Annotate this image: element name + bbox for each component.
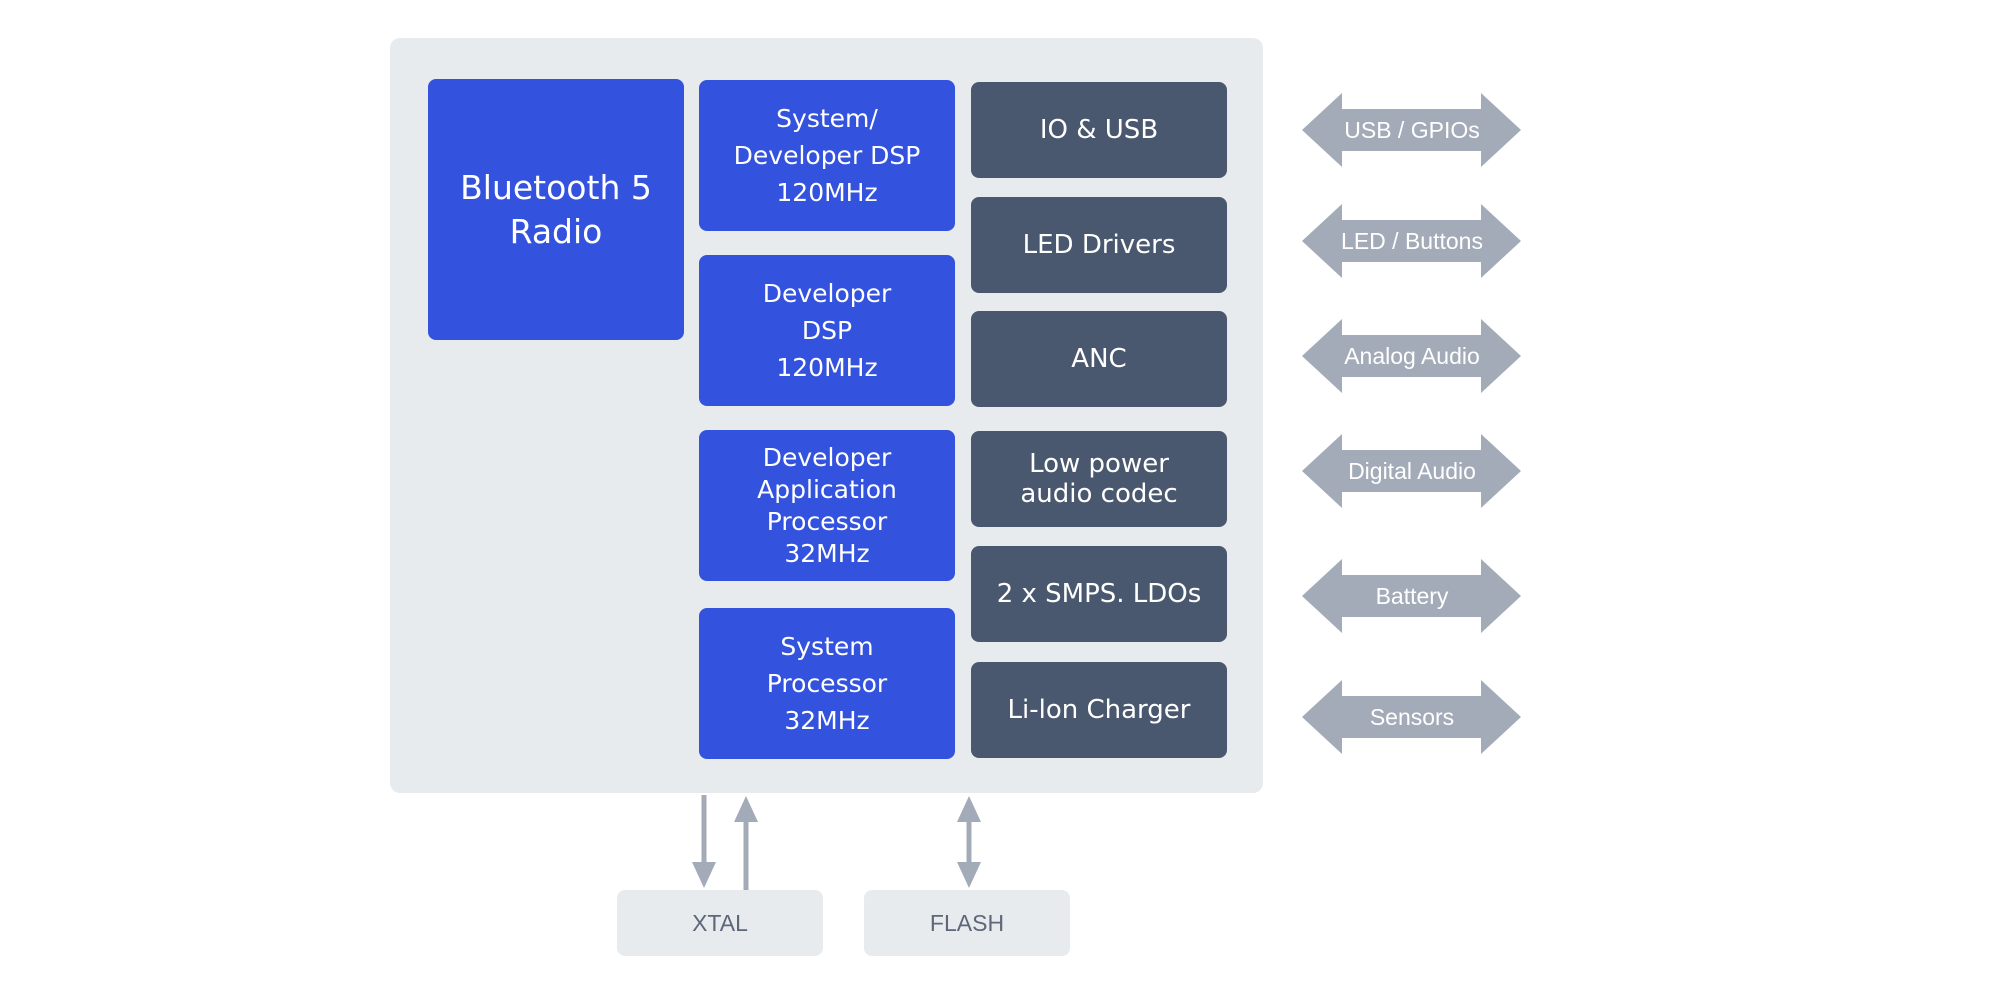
digital-audio-double-arrow-icon bbox=[1302, 434, 1521, 508]
charger-block: Li-lon Charger bbox=[971, 662, 1227, 758]
anc-label: ANC bbox=[1071, 344, 1127, 374]
led-drivers-label: LED Drivers bbox=[1022, 230, 1176, 260]
sensors-double-arrow-icon bbox=[1302, 680, 1521, 754]
usb-gpios-double-arrow-icon bbox=[1302, 93, 1521, 167]
system-developer-dsp-label: System/ Developer DSP 120MHz bbox=[733, 104, 921, 207]
flash-down-arrow-icon bbox=[957, 862, 981, 888]
xtal-up-arrow-icon bbox=[734, 796, 758, 822]
developer-dsp-block: Developer DSP 120MHz bbox=[699, 255, 955, 406]
io-usb-label: IO & USB bbox=[1039, 115, 1159, 145]
system-processor-label: System Processor 32MHz bbox=[766, 632, 888, 735]
developer-application-processor-block: Developer Application Processor 32MHz bbox=[699, 430, 955, 581]
audio-codec-label: Low power audio codec bbox=[1020, 449, 1178, 509]
analog-audio-double-arrow-icon bbox=[1302, 319, 1521, 393]
smps-ldos-label: 2 x SMPS. LDOs bbox=[996, 579, 1202, 609]
anc-block: ANC bbox=[971, 311, 1227, 407]
developer-dsp-label: Developer DSP 120MHz bbox=[762, 279, 892, 382]
battery-double-arrow-icon bbox=[1302, 559, 1521, 633]
led-buttons-double-arrow-icon bbox=[1302, 204, 1521, 278]
xtal-label: XTAL bbox=[692, 909, 748, 936]
audio-codec-block: Low power audio codec bbox=[971, 431, 1227, 527]
flash-label: FLASH bbox=[929, 909, 1005, 936]
xtal-down-arrow-icon bbox=[692, 862, 716, 888]
developer-application-processor-label: Developer Application Processor 32MHz bbox=[757, 442, 897, 568]
bluetooth-radio-block: Bluetooth 5 Radio bbox=[428, 79, 684, 340]
system-processor-block: System Processor 32MHz bbox=[699, 608, 955, 759]
io-usb-block: IO & USB bbox=[971, 82, 1227, 178]
flash-box: FLASH bbox=[864, 890, 1070, 956]
system-developer-dsp-block: System/ Developer DSP 120MHz bbox=[699, 80, 955, 231]
charger-label: Li-lon Charger bbox=[1007, 695, 1191, 725]
flash-up-arrow-icon bbox=[957, 796, 981, 822]
smps-ldos-block: 2 x SMPS. LDOs bbox=[971, 546, 1227, 642]
bluetooth-radio-label: Bluetooth 5 Radio bbox=[460, 167, 652, 251]
led-drivers-block: LED Drivers bbox=[971, 197, 1227, 293]
xtal-box: XTAL bbox=[617, 890, 823, 956]
